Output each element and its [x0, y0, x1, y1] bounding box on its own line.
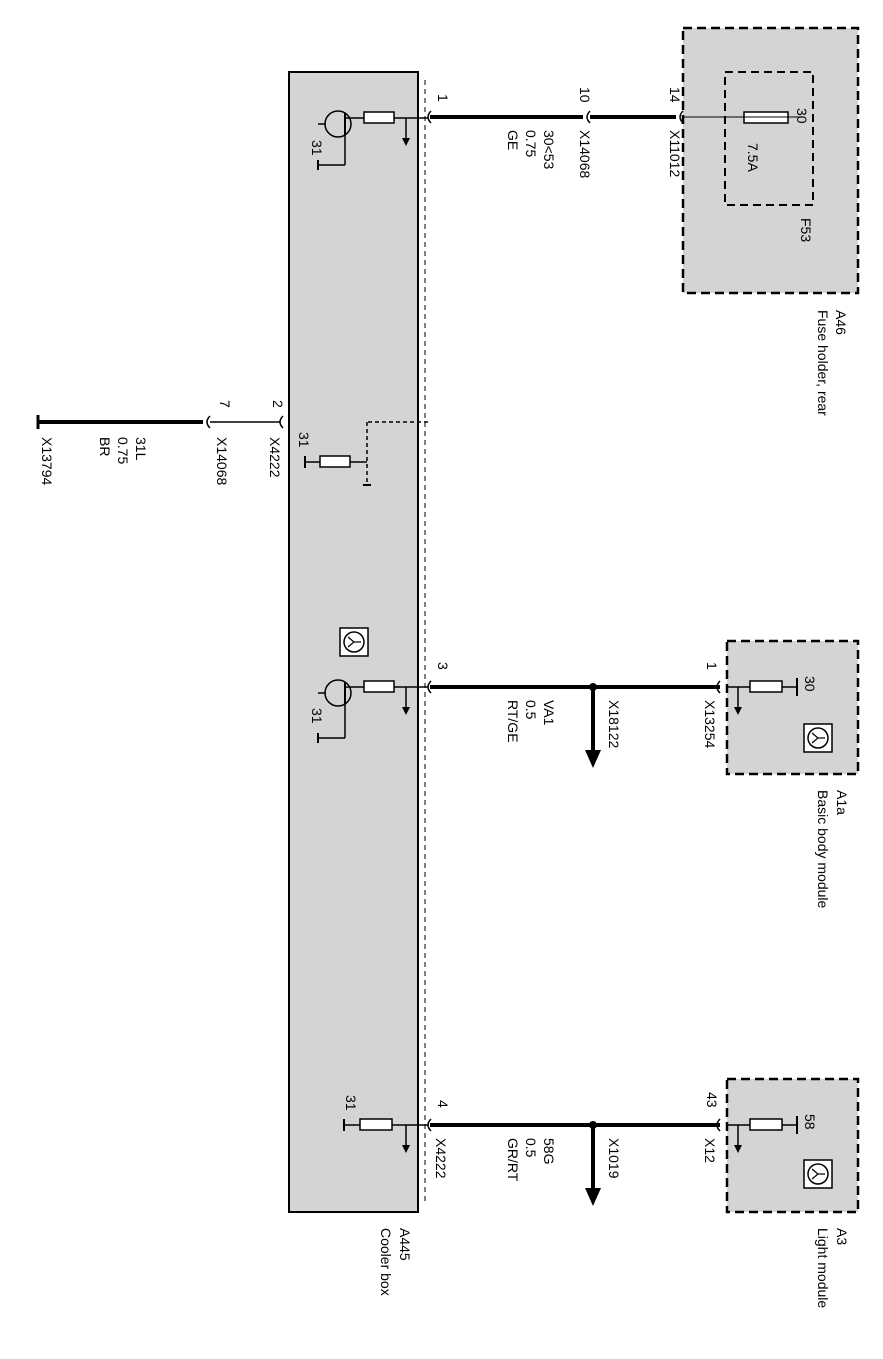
wire-c4-signal: 58G: [541, 1138, 557, 1164]
ground-connector-c2: X13794: [39, 437, 55, 485]
connector-pin-icon: [679, 110, 684, 124]
splice-c3: X18122: [606, 700, 622, 748]
connector-c1-mid: X14068: [577, 130, 593, 178]
connector-pin-icon: [206, 415, 211, 429]
connector-pin-icon: [716, 680, 721, 694]
connector-pin-icon: [716, 1118, 721, 1132]
connector-c2-box: X4222: [267, 437, 283, 478]
connector-pin-icon: [586, 110, 591, 124]
light-module-id: A3: [834, 1228, 850, 1245]
bbm-terminal-label: 30: [802, 676, 818, 692]
wire-c2-signal: 31L: [133, 437, 149, 461]
light-module-name: Light module: [815, 1228, 831, 1308]
pin-label-c2-box: 2: [270, 400, 286, 408]
wire-circuit-3: [427, 680, 721, 768]
connector-c4-end: X12: [702, 1138, 718, 1163]
cooler-box-id: A445: [397, 1228, 413, 1261]
fuse-terminal-label: 30: [794, 108, 810, 124]
wire-c4-color: GR/RT: [505, 1138, 521, 1182]
pin-label-c4-end: 43: [704, 1092, 720, 1108]
arrow-down-icon: [585, 1188, 601, 1206]
connector-c4-box: X4222: [433, 1138, 449, 1179]
fuse-holder-name: Fuse holder, rear: [815, 310, 831, 416]
light-module: 58 A3 Light module: [725, 1077, 860, 1308]
connector-pin-icon: [427, 1118, 432, 1132]
resistor-icon: [363, 111, 428, 146]
resistor-icon: [344, 1118, 428, 1153]
wire-c1-size: 0.75: [523, 130, 539, 157]
wire-c2-size: 0.75: [115, 437, 131, 464]
connector-pin-icon: [279, 415, 284, 429]
wire-c4-size: 0.5: [523, 1138, 539, 1158]
connector-c3-end: X13254: [702, 700, 718, 748]
fuse-holder-id: A46: [833, 310, 849, 335]
internal-ground-label-3: 31: [309, 708, 325, 724]
bbm-name: Basic body module: [815, 790, 831, 909]
internal-ground-label-1: 31: [309, 140, 325, 156]
pin-label-c1-box: 1: [435, 94, 451, 102]
pin-label-c4-box: 4: [435, 1100, 451, 1108]
light-module-body: [725, 1077, 860, 1214]
resistor-icon: [727, 678, 798, 715]
resistor-icon: [727, 1116, 798, 1153]
pin2-internal-circuit: [304, 421, 428, 486]
fuse-rating-label: 7.5A: [745, 143, 761, 172]
cooler-box-module: A445 Cooler box 31: [288, 71, 428, 1296]
pin-label-c1-end: 14: [667, 87, 683, 103]
fuse-icon: [683, 111, 800, 124]
wire-c3-size: 0.5: [523, 700, 539, 720]
resistor-icon: [319, 455, 351, 468]
wire-circuit-2: [36, 415, 284, 429]
transistor-icon: [318, 679, 364, 739]
connector-pin-icon: [427, 110, 432, 124]
cooler-box-name: Cooler box: [378, 1228, 394, 1296]
fuse-holder-module: 30 7.5A F53 A46 Fuse holder, rear: [681, 26, 860, 416]
wire-c3-color: RT/GE: [505, 700, 521, 743]
internal-ground-label-4: 31: [343, 1095, 359, 1111]
connector-c1-end: X11012: [667, 130, 683, 177]
bbm-id: A1a: [834, 790, 850, 815]
wire-c1-color: GE: [505, 130, 521, 150]
control-unit-icon: [339, 627, 369, 657]
pin-label-c1-mid: 10: [577, 87, 593, 103]
resistor-icon: [363, 680, 428, 715]
wire-c1-signal: 30<53: [541, 130, 557, 170]
splice-c4: X1019: [606, 1138, 622, 1179]
internal-ground-label-2: 31: [296, 432, 312, 448]
arrow-down-icon: [585, 750, 601, 768]
control-unit-icon: [803, 1159, 833, 1189]
wire-circuit-4: [427, 1118, 721, 1206]
transistor-icon: [318, 110, 364, 166]
connector-c2-mid: X14068: [214, 437, 230, 485]
wire-c3-signal: VA1: [541, 700, 557, 726]
pin-label-c2-mid: 7: [217, 400, 233, 408]
basic-body-module-body: [725, 639, 860, 776]
connector-pin-icon: [427, 680, 432, 694]
control-unit-icon: [803, 723, 833, 753]
fuse-id-label: F53: [798, 218, 814, 242]
pin-label-c3-box: 3: [435, 662, 451, 670]
fuse-f53-outline: [724, 71, 814, 206]
pin-label-c3-end: 1: [704, 662, 720, 670]
light-module-terminal-label: 58: [802, 1114, 818, 1130]
wire-circuit-1: [427, 110, 684, 124]
wire-c2-color: BR: [97, 437, 113, 456]
basic-body-module: 30 A1a Basic body module: [725, 639, 860, 909]
